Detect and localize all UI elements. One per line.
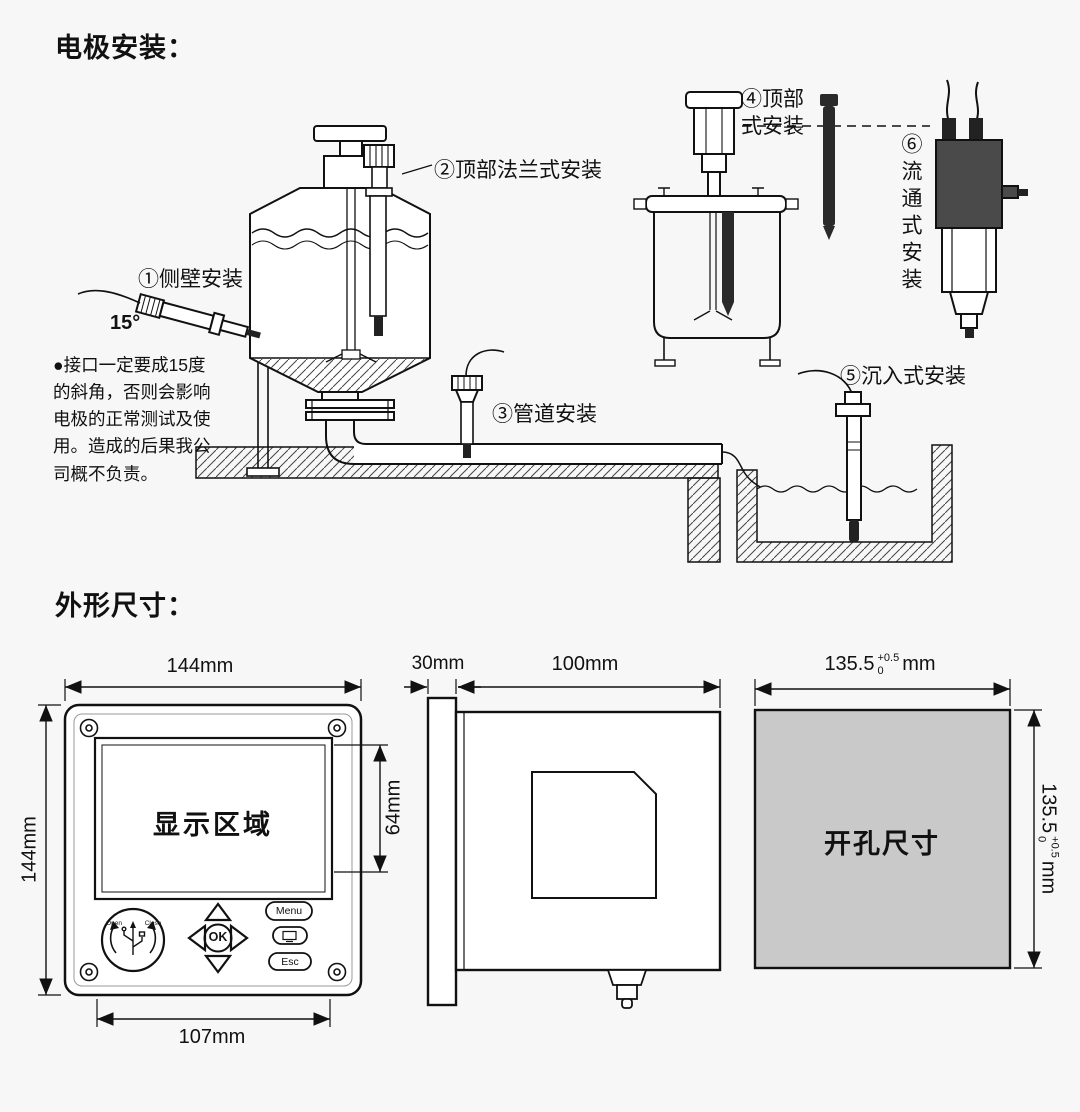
top-flange-electrode xyxy=(363,144,395,336)
cutout-width-value: 135.5 xyxy=(824,653,875,676)
side-electrode-cable xyxy=(77,289,141,304)
bottom-width-dim-label: 107mm xyxy=(178,1026,246,1048)
display-bezel xyxy=(93,736,334,901)
esc-button-label: Esc xyxy=(281,956,299,968)
body-depth-dim-label: 100mm xyxy=(551,653,619,675)
tank-illustration xyxy=(246,125,431,477)
flange-label-leader xyxy=(401,164,433,175)
electrode-installation-diagram xyxy=(77,79,1028,563)
immersion-install-label: ⑤沉入式安装 xyxy=(840,365,966,388)
angle-label: 15° xyxy=(110,312,141,334)
pool-water-wave xyxy=(756,485,918,493)
front-view-drawing xyxy=(38,679,388,1027)
up-arrow-icon xyxy=(203,902,233,922)
side-wall-install-label: ①侧壁安装 xyxy=(138,268,243,291)
pipe-electrode xyxy=(451,349,505,458)
function-buttons xyxy=(265,901,313,971)
corner-screws xyxy=(79,718,347,982)
knob-open-label: Open xyxy=(106,920,122,927)
cable-gland xyxy=(606,969,648,1009)
side-wall-electrode xyxy=(134,292,261,339)
display-area-label: 显示区域 xyxy=(153,810,273,841)
cutout-width-dim-label: 135.5 +0.5 0 mm xyxy=(795,652,965,677)
menu-button-outline xyxy=(265,901,313,921)
display-height-dim-label: 64mm xyxy=(382,779,405,836)
ok-button-label: OK xyxy=(208,930,228,944)
immersion-electrode xyxy=(797,369,871,542)
menu-button-label: Menu xyxy=(275,905,303,917)
front-view-dimensions xyxy=(38,679,388,1027)
rotary-knob xyxy=(100,907,166,973)
cutout-drawing xyxy=(753,679,1042,970)
ok-button-outline xyxy=(203,923,233,953)
flow-cell-assembly xyxy=(935,79,1028,338)
side-view-dimensions xyxy=(404,679,721,708)
flow-through-install-label: ⑥流通式安装 xyxy=(899,133,922,295)
usb-icon xyxy=(121,921,146,955)
top-flange-install-label: ②顶部法兰式安装 xyxy=(434,159,602,182)
electrode-install-title: 电极安装： xyxy=(55,33,195,63)
arrow-keypad xyxy=(187,902,249,974)
cutout-dimensions xyxy=(754,679,1042,969)
drain-hose xyxy=(721,451,761,488)
front-height-dim-label: 144mm xyxy=(18,816,41,883)
side-view-drawing xyxy=(404,679,722,1009)
backlight-button-outline xyxy=(272,926,308,945)
cutout-width-unit: mm xyxy=(902,653,936,676)
cutout-size-label: 开孔尺寸 xyxy=(824,829,940,860)
top-mount-assembly xyxy=(633,91,799,367)
backlight-icon xyxy=(282,930,297,943)
pipe-install-label: ③管道安装 xyxy=(492,403,597,426)
cutout-height-unit: mm xyxy=(1037,860,1060,895)
cutout-width-tolerance: +0.5 0 xyxy=(877,652,900,677)
tank-outlet-flange xyxy=(305,392,395,465)
front-width-dim-label: 144mm xyxy=(166,655,234,677)
cutout-height-tolerance: +0.5 0 xyxy=(1036,836,1061,858)
cutout-height-value: 135.5 xyxy=(1037,783,1060,834)
installation-warning-note: ●接口一定要成15度的斜角，否则会影响电极的正常测试及使用。造成的后果我公司概不… xyxy=(53,355,211,484)
pipe-run xyxy=(354,443,723,465)
top-mount-install-label: ④顶部式安装 xyxy=(741,88,804,139)
reference-electrode xyxy=(820,94,838,240)
display-screen xyxy=(101,744,326,893)
outline-dimensions-diagram xyxy=(38,679,1042,1027)
esc-button-outline xyxy=(268,952,312,971)
cutout-height-dim-label: 135.5 +0.5 0 mm xyxy=(1035,759,1061,919)
down-arrow-icon xyxy=(203,954,233,974)
dimensions-title: 外形尺寸： xyxy=(55,591,195,621)
knob-close-label: Close xyxy=(144,920,162,927)
panel-depth-dim-label: 30mm xyxy=(411,653,465,674)
